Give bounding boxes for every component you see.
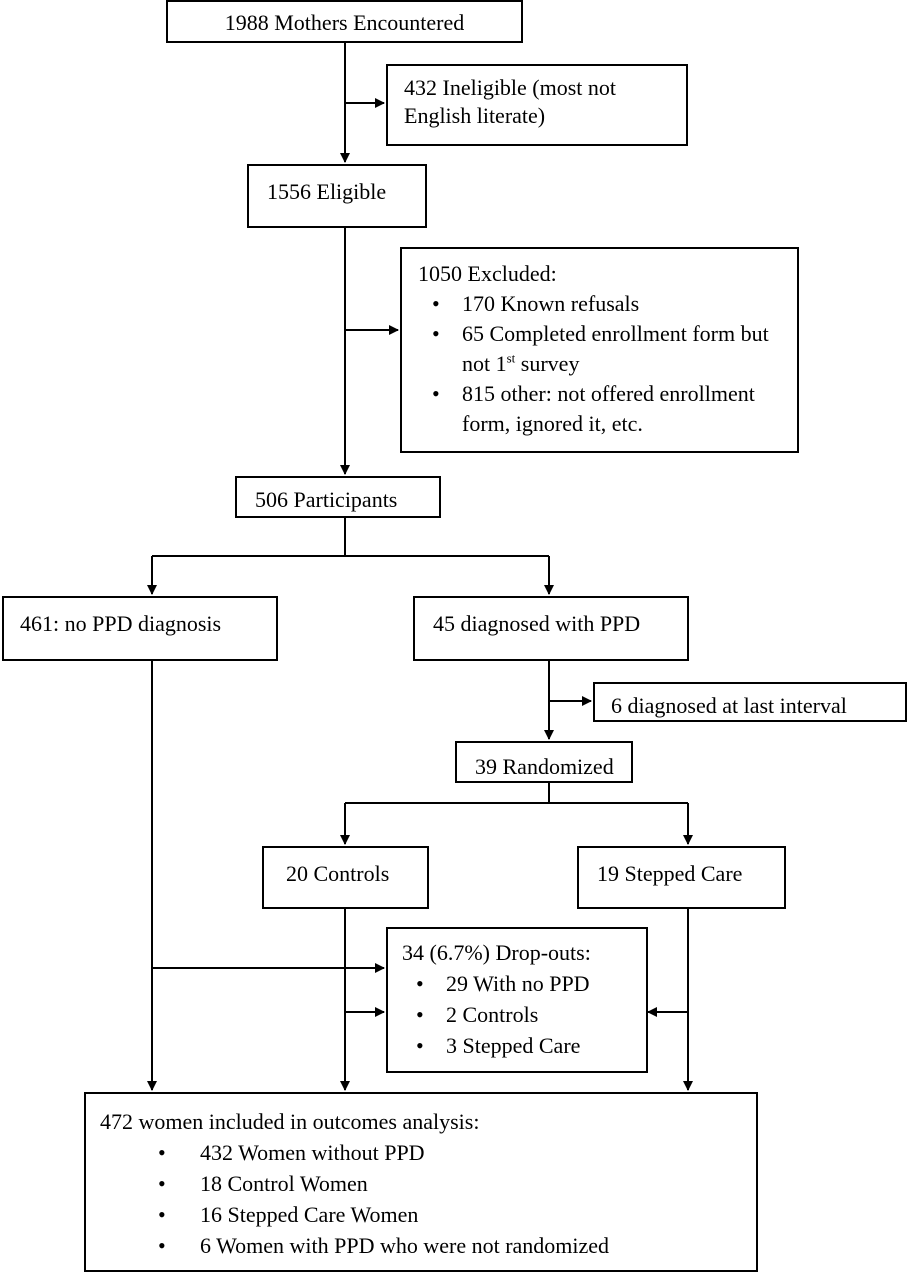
superscript: st xyxy=(506,350,516,366)
box-last-interval: 6 diagnosed at last interval xyxy=(593,682,907,722)
box-excluded: 1050 Excluded: 170 Known refusals 65 Com… xyxy=(400,247,799,453)
dropouts-title: 34 (6.7%) Drop-outs: xyxy=(402,940,591,965)
list-item: 18 Control Women xyxy=(100,1168,746,1199)
box-controls: 20 Controls xyxy=(262,846,429,909)
list-item: 2 Controls xyxy=(402,999,636,1030)
box-stepped-care: 19 Stepped Care xyxy=(577,846,786,909)
outcomes-list: 432 Women without PPD 18 Control Women 1… xyxy=(100,1137,746,1261)
list-item: 3 Stepped Care xyxy=(402,1030,636,1061)
box-diagnosed-ppd: 45 diagnosed with PPD xyxy=(413,596,689,661)
box-dropouts: 34 (6.7%) Drop-outs: 29 With no PPD 2 Co… xyxy=(386,927,648,1073)
ineligible-text: 432 Ineligible (most not English literat… xyxy=(404,75,617,128)
box-participants: 506 Participants xyxy=(235,476,441,518)
list-item: 432 Women without PPD xyxy=(100,1137,746,1168)
box-eligible: 1556 Eligible xyxy=(247,164,427,228)
list-item: 65 Completed enrollment form but not 1st… xyxy=(418,319,787,379)
controls-text: 20 Controls xyxy=(286,861,390,886)
list-item: 170 Known refusals xyxy=(418,289,787,319)
box-outcomes-analysis: 472 women included in outcomes analysis:… xyxy=(84,1092,758,1272)
box-no-ppd-diagnosis: 461: no PPD diagnosis xyxy=(2,596,278,661)
dropouts-list: 29 With no PPD 2 Controls 3 Stepped Care xyxy=(402,968,636,1061)
box-randomized: 39 Randomized xyxy=(455,741,633,783)
diagnosed-text: 45 diagnosed with PPD xyxy=(433,611,641,636)
participants-text: 506 Participants xyxy=(255,487,398,512)
excluded-title: 1050 Excluded: xyxy=(418,261,557,286)
last-interval-text: 6 diagnosed at last interval xyxy=(611,693,847,718)
mothers-encountered-text: 1988 Mothers Encountered xyxy=(224,10,465,35)
list-item: 815 other: not offered enrollment form, … xyxy=(418,379,787,439)
list-item: 6 Women with PPD who were not randomized xyxy=(100,1230,746,1261)
randomized-text: 39 Randomized xyxy=(475,754,614,779)
list-item: 16 Stepped Care Women xyxy=(100,1199,746,1230)
box-ineligible: 432 Ineligible (most not English literat… xyxy=(386,64,688,146)
no-ppd-text: 461: no PPD diagnosis xyxy=(20,611,222,636)
list-item: 29 With no PPD xyxy=(402,968,636,999)
excluded-list: 170 Known refusals 65 Completed enrollme… xyxy=(418,289,787,439)
box-mothers-encountered: 1988 Mothers Encountered xyxy=(166,0,523,43)
stepped-care-text: 19 Stepped Care xyxy=(597,861,743,886)
outcomes-title: 472 women included in outcomes analysis: xyxy=(100,1109,480,1134)
eligible-text: 1556 Eligible xyxy=(267,179,387,204)
